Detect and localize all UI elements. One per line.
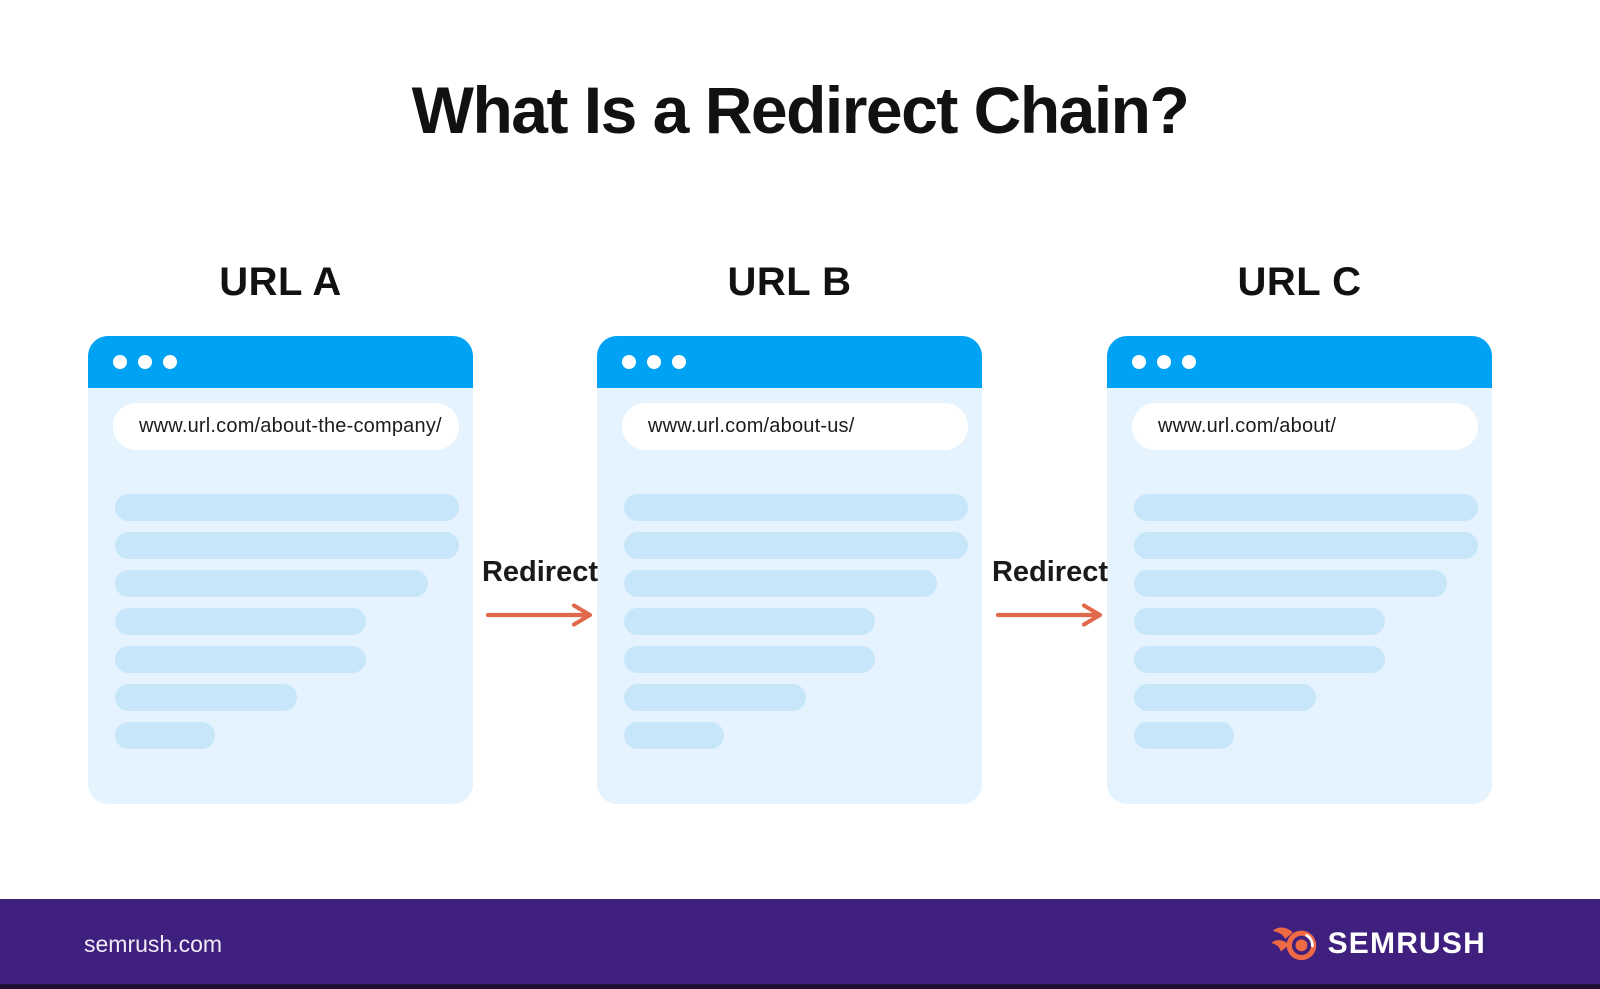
redirect-step-1: Redirect <box>481 556 599 628</box>
page-title: What Is a Redirect Chain? <box>411 73 1190 147</box>
semrush-flame-icon <box>1271 927 1316 960</box>
placeholder-line <box>1134 494 1478 521</box>
browser-window-url-c: URL C www.url.com/about/ <box>1107 260 1492 804</box>
browser-mockup-card: www.url.com/about-us/ <box>597 336 982 804</box>
placeholder-line <box>1134 608 1386 635</box>
browser-label-url-a: URL A <box>219 260 342 304</box>
browser-window-url-b: URL B www.url.com/about-us/ <box>597 260 982 804</box>
semrush-logo: SEMRUSH <box>1271 925 1486 964</box>
page-content-placeholder <box>624 494 968 749</box>
address-bar: www.url.com/about-us/ <box>622 403 968 450</box>
browser-window-url-a: URL A www.url.com/about-the-company/ <box>88 260 473 804</box>
placeholder-line <box>1134 570 1448 597</box>
window-control-dot-icon <box>1182 355 1196 369</box>
browser-titlebar <box>597 336 982 388</box>
page-content-placeholder <box>1134 494 1478 749</box>
redirect-arrow-icon <box>995 603 1103 627</box>
placeholder-line <box>1134 684 1317 711</box>
placeholder-line <box>115 570 429 597</box>
placeholder-line <box>624 532 968 559</box>
footer-site-url: semrush.com <box>84 930 223 957</box>
placeholder-line <box>115 494 459 521</box>
footer-bar: semrush.com SEMRUSH <box>0 899 1600 989</box>
placeholder-line <box>1134 722 1234 749</box>
browser-mockup-card: www.url.com/about/ <box>1107 336 1492 804</box>
placeholder-line <box>624 722 724 749</box>
window-control-dot-icon <box>113 355 127 369</box>
redirect-step-2: Redirect <box>991 556 1109 628</box>
browser-titlebar <box>1107 336 1492 388</box>
redirect-label: Redirect <box>481 556 599 588</box>
placeholder-line <box>1134 646 1386 673</box>
placeholder-line <box>624 646 876 673</box>
placeholder-line <box>115 532 459 559</box>
window-control-dot-icon <box>138 355 152 369</box>
semrush-wordmark: SEMRUSH <box>1327 927 1486 960</box>
redirect-arrow-icon <box>485 603 593 627</box>
browser-titlebar <box>88 336 473 388</box>
placeholder-line <box>624 494 968 521</box>
window-control-dot-icon <box>1157 355 1171 369</box>
placeholder-line <box>115 646 367 673</box>
placeholder-line <box>624 684 807 711</box>
placeholder-line <box>624 570 938 597</box>
window-control-dot-icon <box>647 355 661 369</box>
window-control-dot-icon <box>1132 355 1146 369</box>
placeholder-line <box>115 608 367 635</box>
address-bar: www.url.com/about/ <box>1132 403 1478 450</box>
page-content-placeholder <box>115 494 459 749</box>
placeholder-line <box>624 608 876 635</box>
window-control-dot-icon <box>163 355 177 369</box>
browser-mockup-card: www.url.com/about-the-company/ <box>88 336 473 804</box>
window-control-dot-icon <box>672 355 686 369</box>
window-control-dot-icon <box>622 355 636 369</box>
browser-label-url-c: URL C <box>1237 260 1362 304</box>
placeholder-line <box>115 722 215 749</box>
browser-label-url-b: URL B <box>727 260 852 304</box>
redirect-label: Redirect <box>991 556 1109 588</box>
placeholder-line <box>115 684 298 711</box>
address-bar: www.url.com/about-the-company/ <box>113 403 459 450</box>
placeholder-line <box>1134 532 1478 559</box>
